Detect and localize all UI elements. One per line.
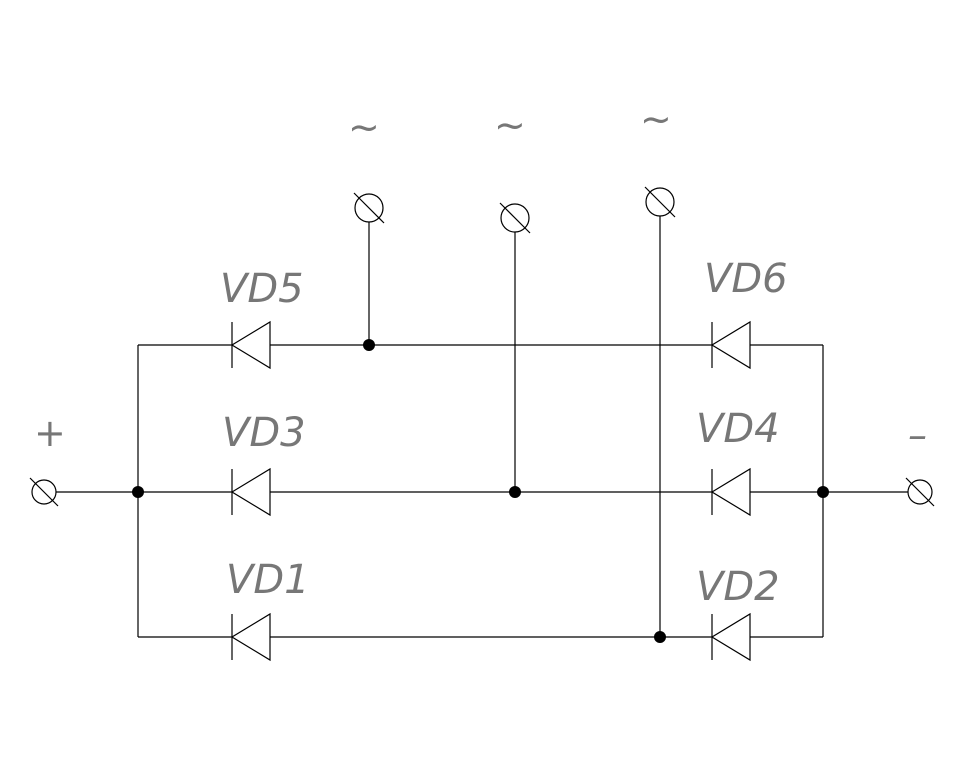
junction-ac3-bottom xyxy=(654,631,666,643)
terminal-ac2-slash xyxy=(499,202,531,234)
diode-vd1-triangle xyxy=(230,612,271,662)
label-plus: + xyxy=(34,411,66,455)
terminal-ac3 xyxy=(644,186,676,218)
terminal-minus xyxy=(905,477,935,507)
diode-vd2 xyxy=(710,612,751,662)
diode-vd6-triangle xyxy=(710,320,751,370)
terminal-plus-slash xyxy=(29,477,59,507)
junction-minus-right xyxy=(817,486,829,498)
label-vd3: VD3 xyxy=(222,410,306,456)
diode-vd5-triangle xyxy=(230,320,271,370)
junction-plus-left xyxy=(132,486,144,498)
diode-vd4-triangle xyxy=(710,467,751,517)
wiring xyxy=(56,216,908,638)
terminal-ac1 xyxy=(353,192,385,224)
diode-vd2-triangle xyxy=(710,612,751,662)
label-vd2: VD2 xyxy=(696,564,780,610)
junctions xyxy=(132,339,829,643)
terminal-ac3-slash xyxy=(644,186,676,218)
label-vd1: VD1 xyxy=(226,557,310,603)
diode-vd4 xyxy=(710,467,751,517)
label-ac2: ~ xyxy=(494,103,526,147)
diode-vd3 xyxy=(230,467,271,517)
diode-vd1 xyxy=(230,612,271,662)
junction-ac2-mid xyxy=(509,486,521,498)
terminal-ac2 xyxy=(499,202,531,234)
label-vd5: VD5 xyxy=(220,266,304,312)
junction-ac1-top xyxy=(363,339,375,351)
label-vd4: VD4 xyxy=(696,406,780,452)
label-ac1: ~ xyxy=(348,105,380,149)
terminal-minus-slash xyxy=(905,477,935,507)
label-vd6: VD6 xyxy=(704,256,788,302)
label-minus: – xyxy=(908,413,927,457)
terminal-ac1-slash xyxy=(353,192,385,224)
diode-vd5 xyxy=(230,320,271,370)
diode-vd3-triangle xyxy=(230,467,271,517)
label-ac3: ~ xyxy=(640,97,672,141)
diode-vd6 xyxy=(710,320,751,370)
terminal-plus xyxy=(29,477,59,507)
